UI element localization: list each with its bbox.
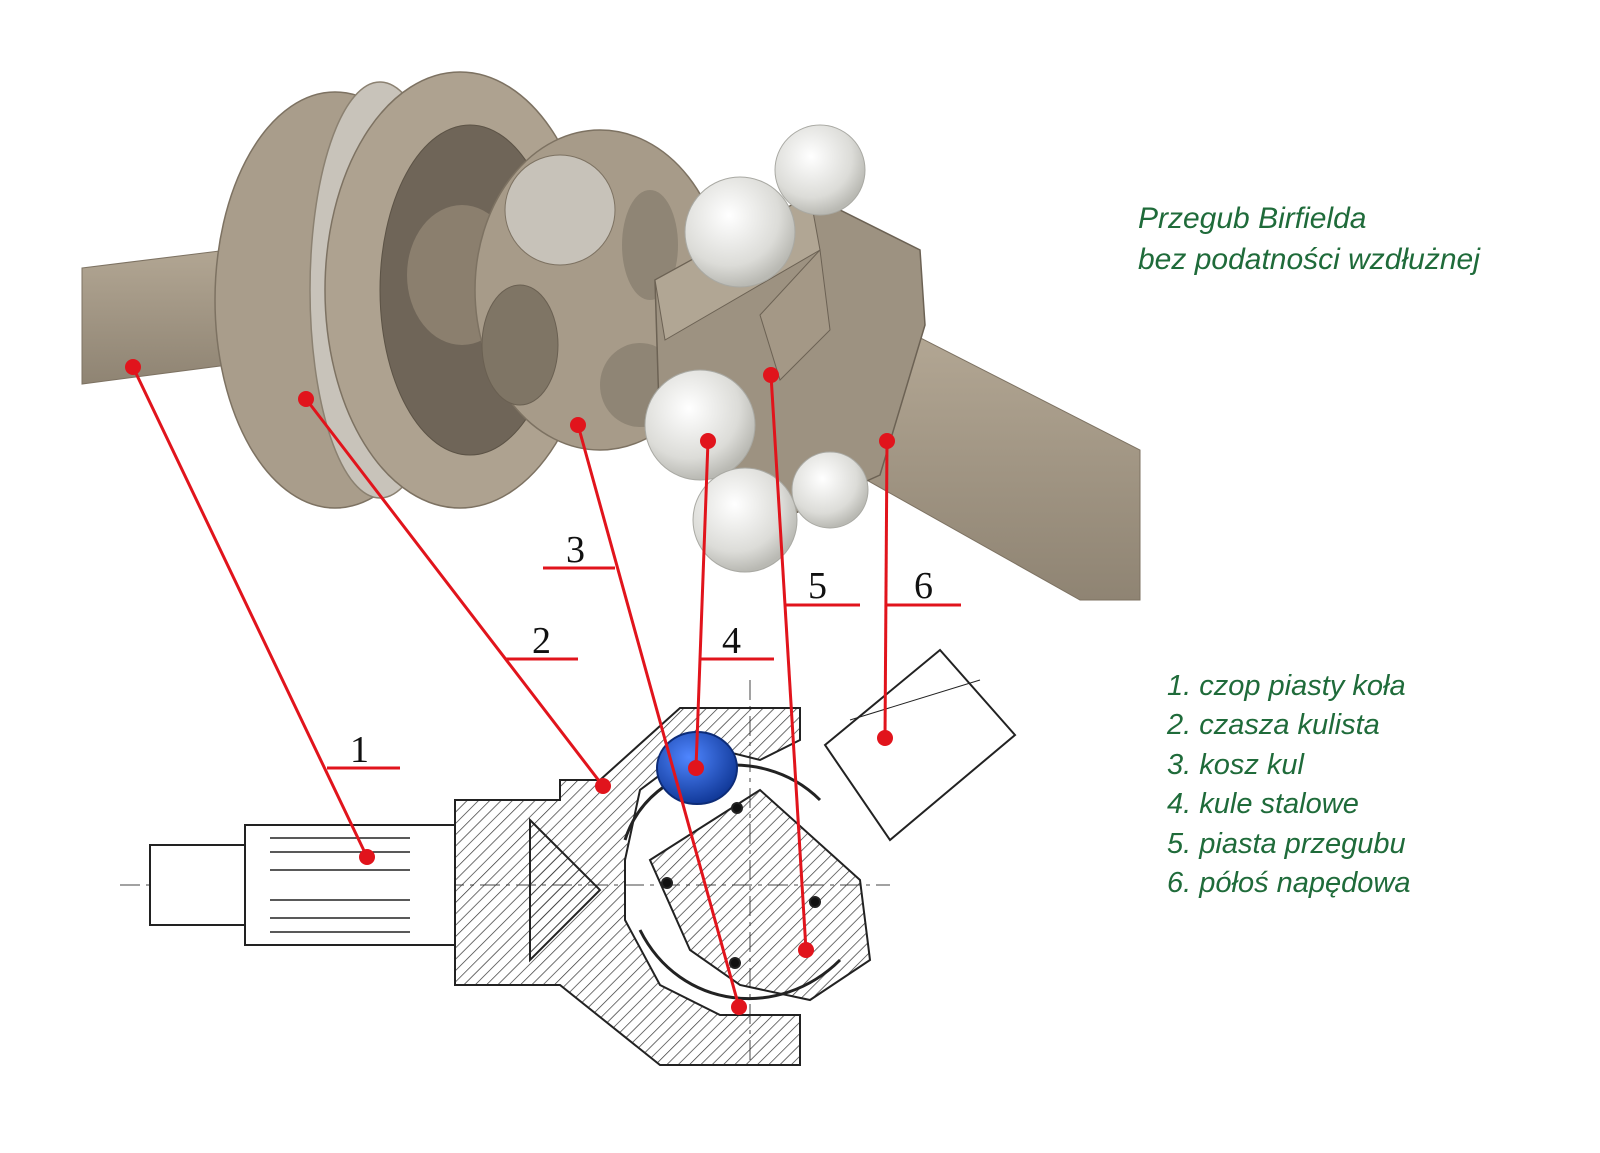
legend-item-6: 6. półoś napędowa <box>1167 867 1411 899</box>
callout-dot <box>763 367 779 383</box>
callout-dot <box>700 433 716 449</box>
callout-dot <box>298 391 314 407</box>
callout-numbers: 1 2 3 4 5 6 <box>350 529 933 771</box>
callout-number-3: 3 <box>566 529 585 571</box>
callout-number-6: 6 <box>914 565 933 607</box>
callout-line-5 <box>769 374 808 951</box>
callout-number-5: 5 <box>808 565 827 607</box>
stub-shaft-splines <box>244 824 456 946</box>
callout-dot <box>731 999 747 1015</box>
callout-dot <box>879 433 895 449</box>
callout-dot <box>595 778 611 794</box>
ball-render-1 <box>774 124 866 216</box>
callout-number-1: 1 <box>350 729 369 771</box>
stub-shaft-tip <box>149 844 246 926</box>
callout-number-2: 2 <box>532 620 551 662</box>
legend-item-2: 2. czasza kulista <box>1167 709 1380 741</box>
ball-render-4 <box>692 467 798 573</box>
title-line-1: Przegub Birfielda <box>1138 202 1367 235</box>
callout-dot <box>798 942 814 958</box>
callout-line-2 <box>304 398 605 787</box>
callout-dot <box>570 417 586 433</box>
callout-line-4 <box>694 440 710 769</box>
callout-dot <box>688 760 704 776</box>
callout-dot <box>877 730 893 746</box>
ball-render-2 <box>684 176 796 288</box>
legend-item-3: 3. kosz kul <box>1167 749 1304 781</box>
callout-dot <box>359 849 375 865</box>
legend-item-5: 5. piasta przegubu <box>1167 828 1406 860</box>
ball-render-3 <box>644 369 756 481</box>
callout-line-1 <box>131 366 369 858</box>
callout-number-4: 4 <box>722 620 741 662</box>
section-drawing <box>120 648 1017 1066</box>
inner-hub-section <box>648 788 872 1002</box>
render-3d <box>81 71 1141 601</box>
callout-dots <box>125 359 895 1015</box>
legend-item-4: 4. kule stalowe <box>1167 788 1359 820</box>
callout-line-3 <box>576 424 741 1008</box>
callout-dot <box>125 359 141 375</box>
drive-shaft-section <box>823 648 1017 842</box>
legend-item-1: 1. czop piasty koła <box>1167 670 1406 702</box>
title-line-2: bez podatności wzdłużnej <box>1138 243 1480 276</box>
ball-render-5 <box>791 451 869 529</box>
callout-line-6 <box>883 440 889 739</box>
callouts <box>131 366 961 1008</box>
